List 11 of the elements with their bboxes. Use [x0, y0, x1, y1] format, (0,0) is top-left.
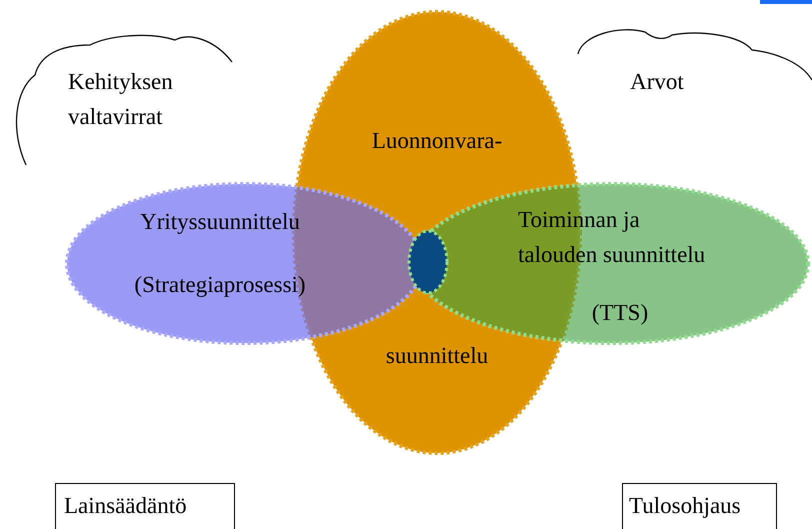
label-box	[55, 483, 235, 529]
node-label: Arvot	[629, 68, 685, 96]
node-label: Lainsäädäntö	[64, 492, 188, 520]
label-box	[622, 483, 777, 529]
node-label: Kehityksen valtavirrat	[68, 68, 174, 131]
node-label: Luonnonvara-	[370, 127, 504, 155]
node-label: suunnittelu	[384, 342, 490, 370]
node-label: (Strategiaprosessi)	[133, 271, 307, 299]
node-label: (TTS)	[590, 299, 650, 327]
node-label: Tulosohjaus	[629, 492, 742, 520]
node-label: Yrityssuunnittelu	[139, 208, 301, 236]
